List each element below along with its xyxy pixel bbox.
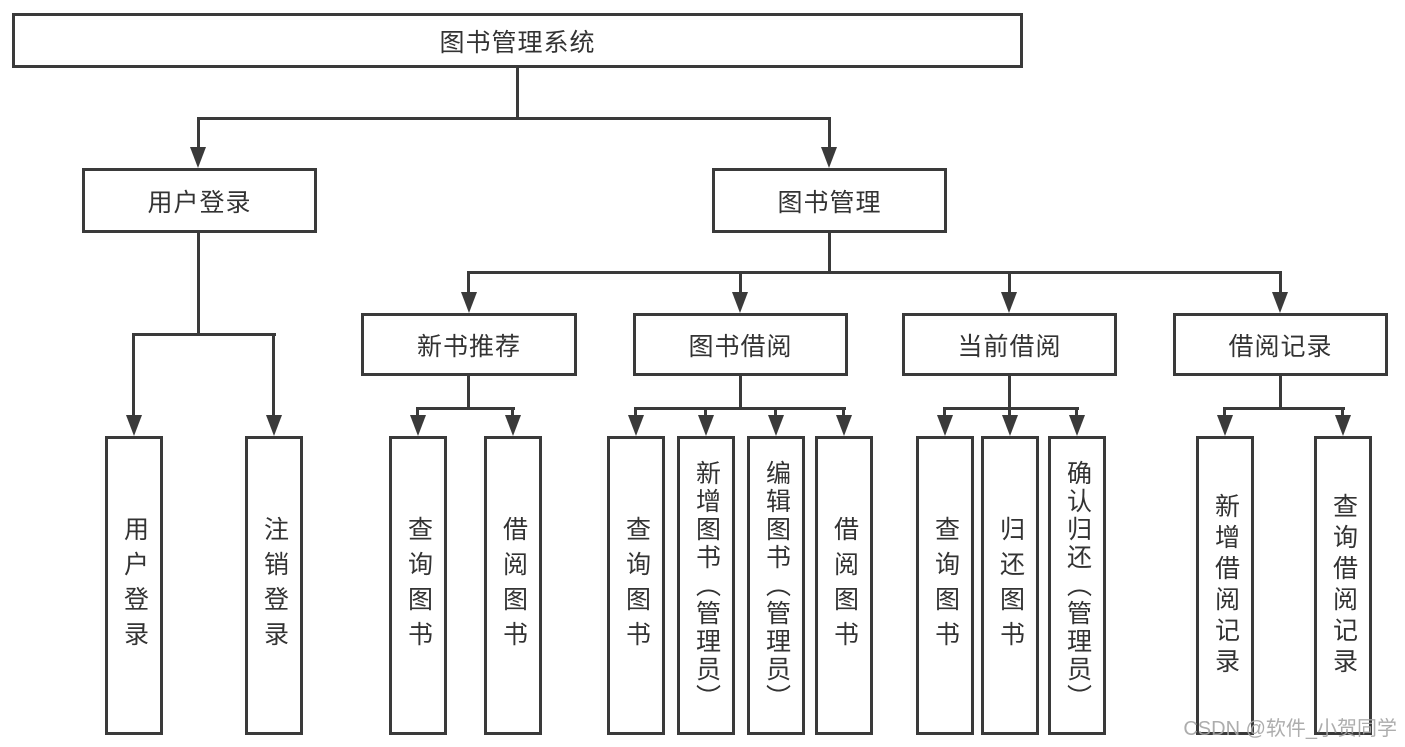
connector-drop bbox=[1341, 407, 1344, 417]
arrowhead-down-icon bbox=[768, 415, 784, 436]
arrowhead-down-icon bbox=[821, 147, 837, 168]
node-label: 编辑图书（管理员） bbox=[762, 459, 791, 712]
arrowhead-down-icon bbox=[732, 292, 748, 313]
node-book-management: 图书管理 bbox=[712, 168, 947, 233]
node-book-borrow: 图书借阅 bbox=[633, 313, 848, 376]
connector-drop bbox=[704, 407, 707, 417]
arrowhead-down-icon bbox=[1272, 292, 1288, 313]
arrowhead-down-icon bbox=[1335, 415, 1351, 436]
connector-user-login-stub bbox=[197, 233, 200, 335]
arrowhead-down-icon bbox=[505, 415, 521, 436]
node-label: 新增图书（管理员） bbox=[692, 459, 721, 712]
node-br-query-record: 查询借阅记录 bbox=[1314, 436, 1372, 735]
node-label: 图书管理系统 bbox=[439, 28, 596, 57]
arrowhead-down-icon bbox=[937, 415, 953, 436]
connector-leaf-branch bbox=[943, 407, 1079, 410]
connector-drop bbox=[943, 407, 946, 417]
node-label: 查询图书 bbox=[622, 515, 651, 656]
connector-root-stub bbox=[516, 68, 519, 118]
connector-stub bbox=[739, 376, 742, 410]
node-new-book-recommend: 新书推荐 bbox=[361, 313, 577, 376]
node-bb-add-books-admin: 新增图书（管理员） bbox=[677, 436, 735, 735]
arrowhead-down-icon bbox=[628, 415, 644, 436]
node-label: 查询借阅记录 bbox=[1329, 492, 1358, 679]
arrowhead-down-icon bbox=[698, 415, 714, 436]
node-label: 用户登录 bbox=[147, 188, 252, 217]
arrowhead-down-icon bbox=[266, 415, 282, 436]
watermark-text: CSDN @软件_小贺同学 bbox=[1183, 718, 1397, 740]
arrowhead-down-icon bbox=[461, 292, 477, 313]
connector-leaf-branch bbox=[634, 407, 846, 410]
arrowhead-down-icon bbox=[1002, 415, 1018, 436]
arrowhead-down-icon bbox=[1217, 415, 1233, 436]
node-label: 当前借阅 bbox=[957, 332, 1062, 361]
node-cb-query-books: 查询图书 bbox=[916, 436, 974, 735]
connector-leaf-branch bbox=[1223, 407, 1345, 410]
node-label: 归还图书 bbox=[996, 515, 1025, 656]
node-label: 用户登录 bbox=[120, 515, 149, 656]
node-bb-query-books: 查询图书 bbox=[607, 436, 665, 735]
connector-book-mgmt-stub bbox=[828, 233, 831, 274]
connector-level1-branch bbox=[197, 117, 831, 120]
connector-drop bbox=[272, 333, 275, 416]
node-label: 确认归还（管理员） bbox=[1063, 459, 1092, 712]
connector-drop bbox=[739, 271, 742, 293]
connector-drop bbox=[467, 271, 470, 293]
arrowhead-down-icon bbox=[836, 415, 852, 436]
connector-leaf-branch bbox=[416, 407, 515, 410]
node-nbr-query-books: 查询图书 bbox=[389, 436, 447, 735]
node-logout-leaf: 注销登录 bbox=[245, 436, 303, 735]
node-label: 图书借阅 bbox=[688, 332, 793, 361]
node-user-login-leaf: 用户登录 bbox=[105, 436, 163, 735]
connector-drop bbox=[1008, 271, 1011, 293]
connector-drop bbox=[511, 407, 514, 417]
node-br-add-record: 新增借阅记录 bbox=[1196, 436, 1254, 735]
node-current-borrow: 当前借阅 bbox=[902, 313, 1117, 376]
node-nbr-borrow-books: 借阅图书 bbox=[484, 436, 542, 735]
node-label: 借阅记录 bbox=[1228, 332, 1333, 361]
node-label: 图书管理 bbox=[777, 188, 882, 217]
node-label: 查询图书 bbox=[404, 515, 433, 656]
node-user-login: 用户登录 bbox=[82, 168, 317, 233]
connector-drop bbox=[1279, 271, 1282, 293]
arrowhead-down-icon bbox=[126, 415, 142, 436]
connector-drop bbox=[1223, 407, 1226, 417]
connector-drop bbox=[132, 333, 135, 416]
connector-drop bbox=[416, 407, 419, 417]
arrowhead-down-icon bbox=[1069, 415, 1085, 436]
connector-user-login-branch bbox=[132, 333, 276, 336]
node-bb-borrow-books: 借阅图书 bbox=[815, 436, 873, 735]
node-borrow-records: 借阅记录 bbox=[1173, 313, 1388, 376]
node-library-system: 图书管理系统 bbox=[12, 13, 1023, 68]
node-label: 借阅图书 bbox=[830, 515, 859, 656]
arrowhead-down-icon bbox=[1001, 292, 1017, 313]
node-label: 新增借阅记录 bbox=[1211, 492, 1240, 679]
node-cb-confirm-return-admin: 确认归还（管理员） bbox=[1048, 436, 1106, 735]
connector-stub bbox=[467, 376, 470, 410]
connector-drop bbox=[842, 407, 845, 417]
connector-drop bbox=[197, 117, 200, 148]
connector-stub bbox=[1008, 376, 1011, 410]
node-label: 注销登录 bbox=[260, 515, 289, 656]
node-cb-return-books: 归还图书 bbox=[981, 436, 1039, 735]
arrowhead-down-icon bbox=[410, 415, 426, 436]
connector-drop bbox=[828, 117, 831, 148]
node-label: 借阅图书 bbox=[499, 515, 528, 656]
connector-drop bbox=[1075, 407, 1078, 417]
connector-drop bbox=[1008, 407, 1011, 417]
node-label: 查询图书 bbox=[931, 515, 960, 656]
connector-level2-branch bbox=[467, 271, 1282, 274]
connector-drop bbox=[774, 407, 777, 417]
connector-stub bbox=[1279, 376, 1282, 410]
connector-drop bbox=[634, 407, 637, 417]
node-bb-edit-books-admin: 编辑图书（管理员） bbox=[747, 436, 805, 735]
node-label: 新书推荐 bbox=[416, 332, 521, 361]
arrowhead-down-icon bbox=[190, 147, 206, 168]
